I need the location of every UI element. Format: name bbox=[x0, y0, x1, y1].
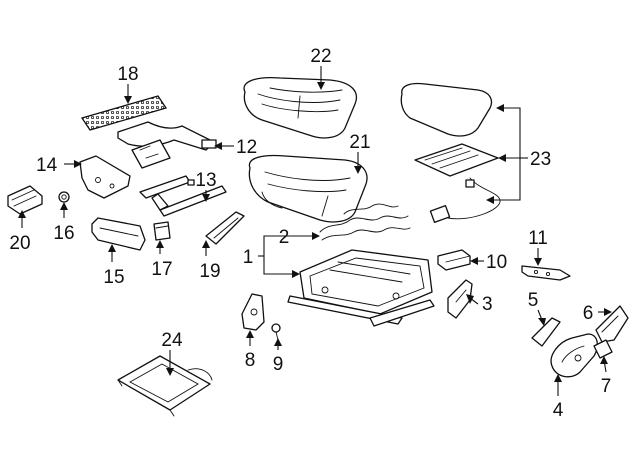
part-12-front-bracket bbox=[117, 121, 217, 169]
part-23-heater-kit bbox=[400, 82, 501, 224]
callout-5: 5 bbox=[528, 290, 539, 311]
part-20-bracket bbox=[7, 185, 43, 215]
callout-4: 4 bbox=[553, 400, 564, 421]
callout-24: 24 bbox=[161, 330, 183, 351]
part-24-heater-element bbox=[117, 355, 213, 417]
callout-2: 2 bbox=[279, 227, 290, 248]
callout-10: 10 bbox=[486, 252, 507, 273]
part-18-lumbar-mesh bbox=[80, 95, 168, 131]
callout-14: 14 bbox=[36, 155, 58, 176]
part-17-clip bbox=[153, 221, 171, 241]
leader-lines bbox=[18, 66, 612, 396]
callout-labels: 22 21 18 12 14 13 20 16 15 17 19 2 1 10 … bbox=[9, 46, 611, 421]
callout-11: 11 bbox=[528, 228, 548, 249]
callout-15: 15 bbox=[103, 267, 124, 288]
part-22-seat-cushion bbox=[243, 76, 357, 139]
part-9-bolt bbox=[271, 323, 281, 341]
part-21-seat-foam bbox=[248, 154, 368, 223]
part-10-control-module bbox=[437, 249, 471, 271]
part-11-trim-strip bbox=[521, 265, 571, 281]
callout-17: 17 bbox=[151, 259, 172, 280]
callout-23: 23 bbox=[530, 149, 551, 170]
part-1-seat-frame bbox=[287, 249, 435, 327]
callout-20: 20 bbox=[9, 233, 30, 254]
callout-16: 16 bbox=[53, 223, 74, 244]
callout-13: 13 bbox=[195, 170, 216, 191]
callout-1: 1 bbox=[243, 247, 254, 268]
part-6-switch-cover bbox=[595, 305, 629, 343]
part-7-small-switch bbox=[593, 339, 613, 359]
part-16-knob bbox=[58, 191, 70, 203]
callout-18: 18 bbox=[117, 64, 138, 85]
part-2-seat-springs bbox=[319, 203, 411, 241]
part-8-hinge-bracket bbox=[241, 293, 265, 331]
part-14-side-shield bbox=[79, 155, 131, 199]
part-4-switch-panel bbox=[550, 333, 599, 378]
part-15-trim-cover bbox=[91, 217, 146, 251]
callout-21: 21 bbox=[349, 132, 370, 153]
callout-22: 22 bbox=[310, 46, 331, 67]
part-13-track-rail bbox=[139, 175, 227, 217]
callout-7: 7 bbox=[601, 376, 612, 397]
callout-19: 19 bbox=[199, 261, 220, 282]
callout-6: 6 bbox=[583, 303, 594, 324]
callout-12: 12 bbox=[236, 137, 257, 158]
callout-8: 8 bbox=[245, 350, 256, 371]
part-5-bezel bbox=[531, 317, 561, 347]
callout-9: 9 bbox=[273, 354, 284, 375]
callout-3: 3 bbox=[482, 294, 493, 315]
part-19-side-trim bbox=[205, 211, 245, 245]
